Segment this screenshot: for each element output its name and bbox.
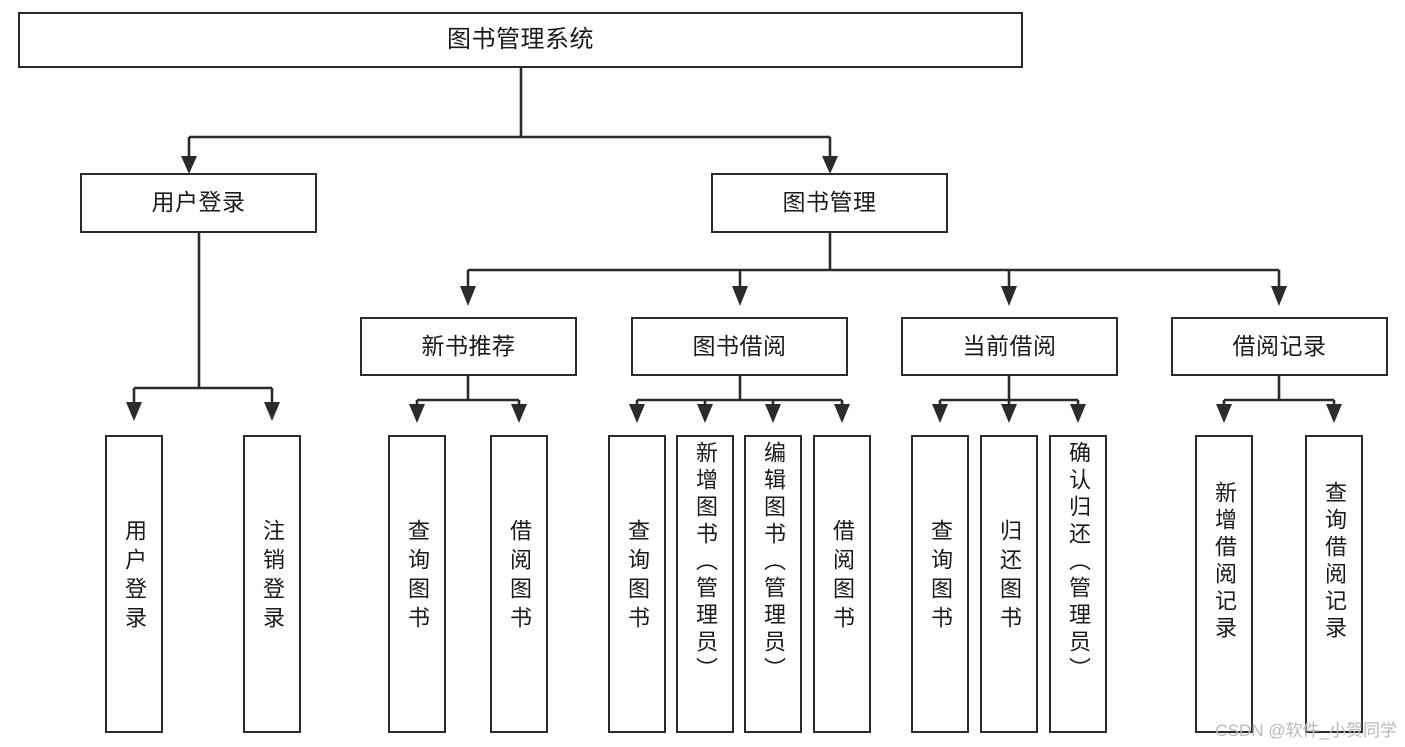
node-label: 新书推荐 <box>421 332 516 359</box>
leaf-borrow-book-recommend[interactable]: 借阅图书 <box>490 435 548 733</box>
node-label: 借阅记录 <box>1232 332 1327 359</box>
leaf-query-book-current[interactable]: 查询图书 <box>911 435 969 733</box>
node-label: 查询图书 <box>625 519 650 635</box>
node-label: 查询借阅记录 <box>1322 481 1347 643</box>
node-label: 查询图书 <box>405 519 430 635</box>
leaf-query-borrow-record[interactable]: 查询借阅记录 <box>1305 435 1363 733</box>
leaf-add-book[interactable]: 新增图书（管理员） <box>676 435 734 733</box>
node-user-login[interactable]: 用户登录 <box>80 173 317 233</box>
node-label: 归还图书 <box>997 519 1022 635</box>
node-new-book-recommend[interactable]: 新书推荐 <box>360 317 577 376</box>
leaf-borrow-book[interactable]: 借阅图书 <box>813 435 871 733</box>
csdn-watermark: CSDN @软件_小贺同学 <box>1215 721 1397 740</box>
leaf-logout[interactable]: 注销登录 <box>243 435 301 733</box>
leaf-add-borrow-record[interactable]: 新增借阅记录 <box>1195 435 1253 733</box>
node-label: 借阅图书 <box>507 519 532 635</box>
node-label: 借阅图书 <box>830 519 855 635</box>
leaf-query-book-borrow[interactable]: 查询图书 <box>608 435 666 733</box>
leaf-edit-book[interactable]: 编辑图书（管理员） <box>744 435 802 733</box>
node-label: 图书管理 <box>782 189 877 216</box>
node-label: 图书借阅 <box>692 332 787 359</box>
node-label: 用户登录 <box>122 519 147 635</box>
node-book-manage[interactable]: 图书管理 <box>711 173 948 233</box>
leaf-return-book[interactable]: 归还图书 <box>980 435 1038 733</box>
node-borrow-record[interactable]: 借阅记录 <box>1171 317 1388 376</box>
node-label: 注销登录 <box>260 519 285 635</box>
node-label: 新增图书（管理员） <box>693 441 718 684</box>
node-label: 查询图书 <box>928 519 953 635</box>
node-current-borrow[interactable]: 当前借阅 <box>901 317 1118 376</box>
node-label: 图书管理系统 <box>447 25 594 53</box>
node-label: 编辑图书（管理员） <box>761 441 786 684</box>
node-label: 确认归还（管理员） <box>1066 441 1091 684</box>
leaf-user-login[interactable]: 用户登录 <box>105 435 163 733</box>
node-label: 用户登录 <box>151 189 246 216</box>
node-root-system[interactable]: 图书管理系统 <box>18 12 1023 68</box>
node-label: 新增借阅记录 <box>1212 481 1237 643</box>
leaf-confirm-return[interactable]: 确认归还（管理员） <box>1049 435 1107 733</box>
node-book-borrow[interactable]: 图书借阅 <box>631 317 848 376</box>
leaf-query-book-recommend[interactable]: 查询图书 <box>388 435 446 733</box>
node-label: 当前借阅 <box>962 332 1057 359</box>
